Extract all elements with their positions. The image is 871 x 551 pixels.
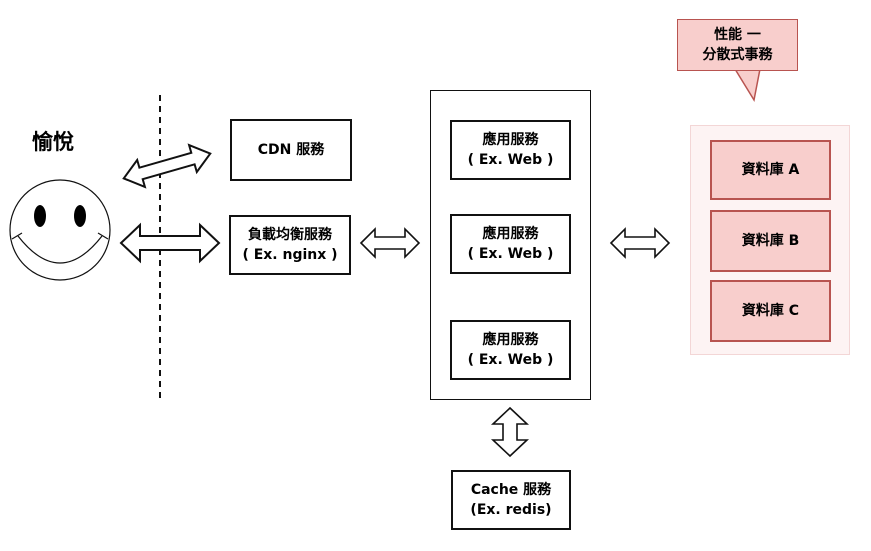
app-server-box-2[interactable]: 應用服務 ( Ex. Web ) [450,214,571,274]
cache-service-example: (Ex. redis) [470,502,552,518]
arrow-user-loadbalancer [119,222,221,264]
database-label: 資料庫 B [741,233,800,249]
app-server-example: ( Ex. Web ) [467,246,554,262]
app-server-example: ( Ex. Web ) [467,152,554,168]
app-server-box-3[interactable]: 應用服務 ( Ex. Web ) [450,320,571,380]
callout-pointer [734,68,761,103]
load-balancer-box[interactable]: 負載均衡服務 ( Ex. nginx ) [229,215,351,275]
cache-service-label: Cache 服務 [470,482,552,498]
user-label: 愉悅 [32,130,74,154]
app-server-label: 應用服務 [482,226,539,242]
arrow-loadbalancer-app [359,227,421,259]
app-server-label: 應用服務 [482,332,539,348]
arrow-user-cdn [122,143,212,189]
callout-title: 性能 一 [714,27,761,43]
smiley-face-icon [9,179,111,281]
database-label: 資料庫 A [741,162,800,178]
database-box-a[interactable]: 資料庫 A [710,140,831,200]
app-server-label: 應用服務 [482,132,539,148]
cdn-service-label: CDN 服務 [257,142,325,158]
app-server-example: ( Ex. Web ) [467,352,554,368]
app-server-box-1[interactable]: 應用服務 ( Ex. Web ) [450,120,571,180]
database-box-c[interactable]: 資料庫 C [710,280,831,342]
load-balancer-example: ( Ex. nginx ) [242,247,338,263]
database-label: 資料庫 C [741,303,800,319]
load-balancer-label: 負載均衡服務 [248,227,332,243]
arrow-app-cache [490,406,530,458]
cdn-service-box[interactable]: CDN 服務 [230,119,352,181]
arrow-app-database [609,227,671,259]
cache-service-box[interactable]: Cache 服務 (Ex. redis) [451,470,571,530]
performance-callout: 性能 一 分散式事務 [677,19,798,71]
callout-subtitle: 分散式事務 [702,47,773,63]
database-box-b[interactable]: 資料庫 B [710,210,831,272]
